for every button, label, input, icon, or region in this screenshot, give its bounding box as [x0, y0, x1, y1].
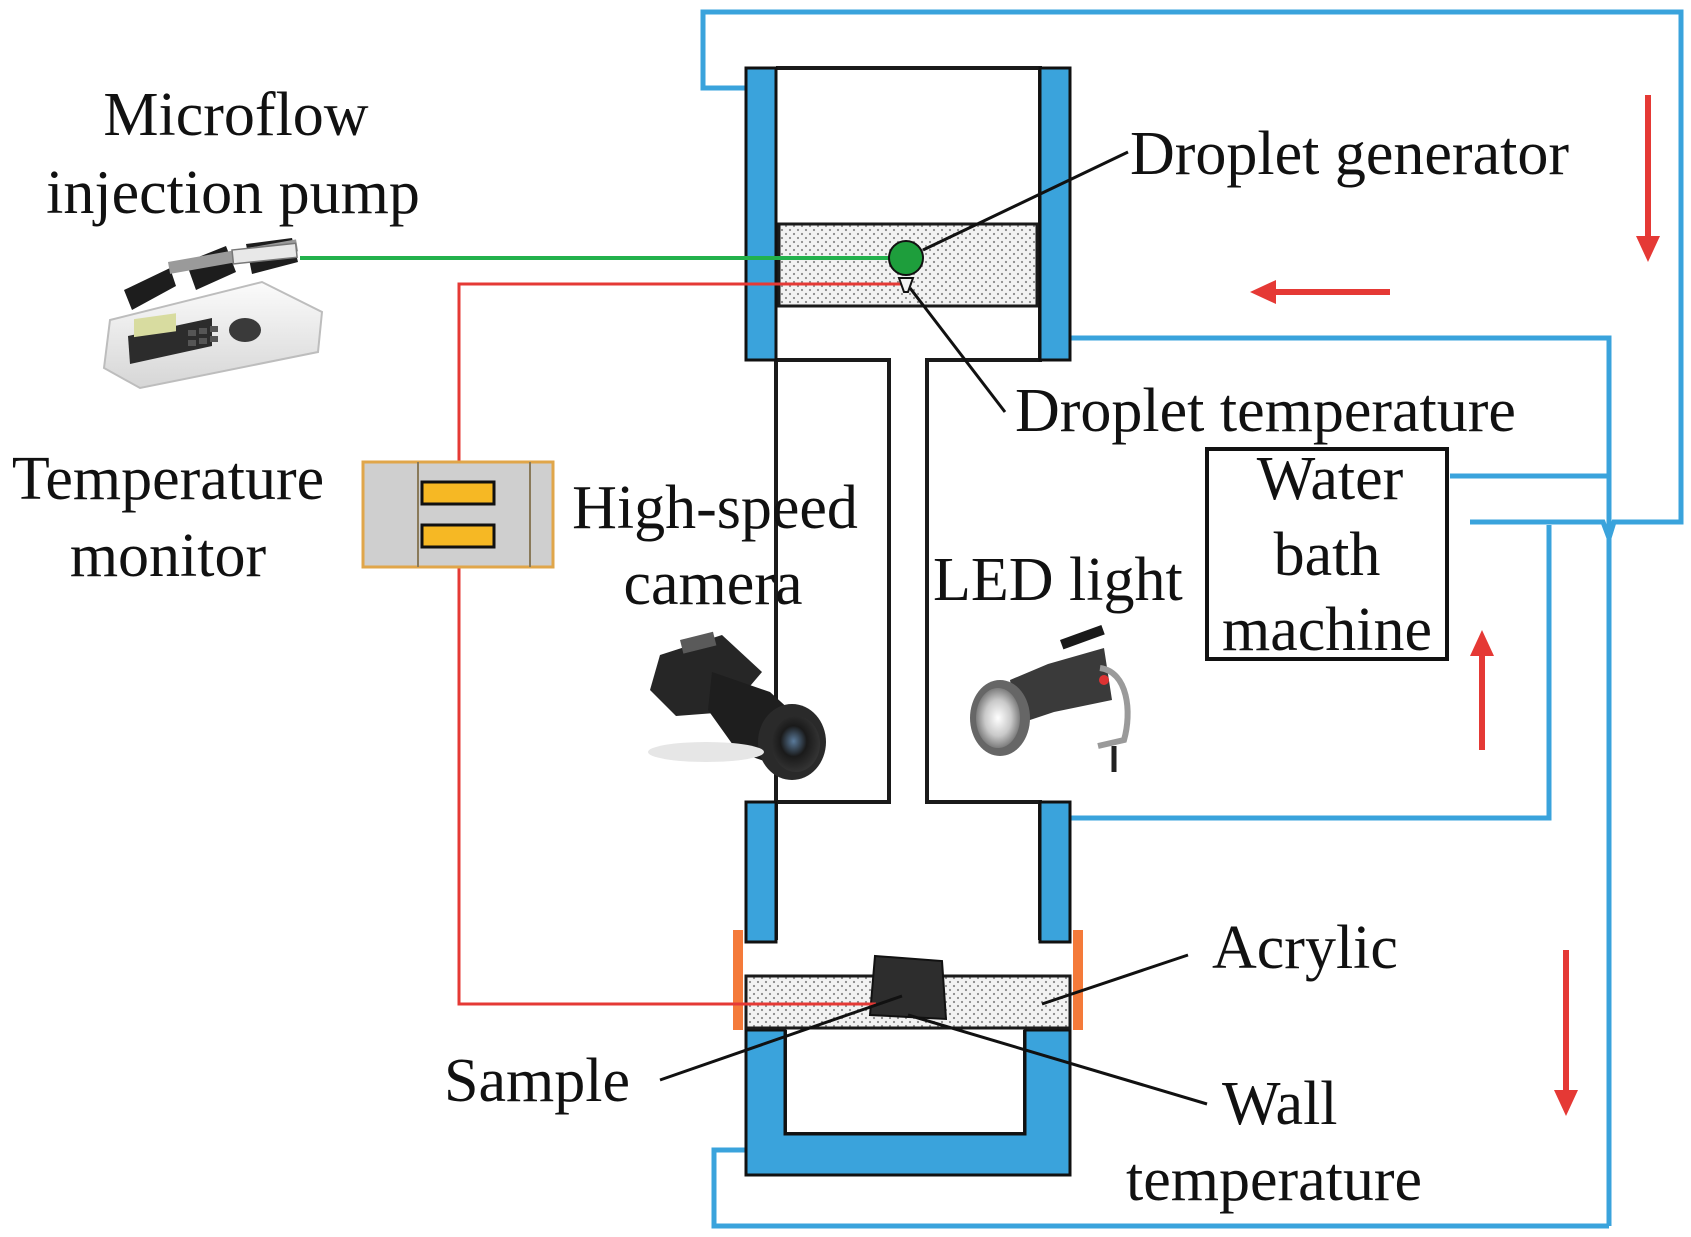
wall-temperature-label-line2: temperature [1126, 1146, 1422, 1214]
water-bath-machine [1205, 447, 1449, 661]
upper-jacket-left [744, 66, 778, 362]
temperature-monitor-icon [361, 460, 555, 569]
water-line-lower-jacket [1070, 525, 1552, 821]
acrylic-label: Acrylic [1212, 914, 1398, 982]
water-loop-outer [700, 9, 1684, 546]
sample-label: Sample [444, 1047, 630, 1115]
bottom-jacket [744, 1028, 1072, 1177]
camera-label-line2: camera [624, 550, 803, 618]
chamber-bottom-well [783, 1030, 1027, 1136]
bath-label-line1: Water [1257, 445, 1404, 513]
pump-label-line1: Microflow [103, 81, 368, 149]
water-loop-bottom [711, 1147, 1609, 1229]
bath-label-line2: bath [1274, 521, 1381, 589]
thermocouple-droplet [457, 282, 906, 462]
led-label: LED light [933, 546, 1183, 614]
pump-label-line2: injection pump [46, 159, 420, 227]
flow-arrow-down-top [1636, 95, 1660, 262]
lower-jacket-left [744, 800, 778, 944]
leader-droplet-generator [922, 150, 1129, 252]
leader-acrylic [1041, 953, 1189, 1006]
flow-arrow-up [1470, 630, 1494, 750]
syringe-pump-icon [102, 238, 324, 390]
sample-block [868, 954, 948, 1021]
droplet-generator [888, 240, 924, 276]
camera-label-line1: High-speed [572, 474, 858, 542]
acrylic-edge-right [1073, 930, 1083, 1030]
droplet-temperature-label: Droplet temperature [1015, 377, 1516, 445]
leader-sample [659, 994, 903, 1082]
leader-wall-temperature [907, 1013, 1208, 1106]
high-speed-camera-icon [648, 631, 826, 780]
thermocouple-lines [457, 282, 906, 1006]
wall-temperature-label-line1: Wall [1222, 1070, 1338, 1138]
droplet-generator-label: Droplet generator [1130, 120, 1569, 188]
water-line-upper-jacket [1064, 335, 1612, 1226]
flow-arrows [1250, 95, 1660, 1116]
led-light-icon [970, 624, 1131, 772]
leader-lines [659, 150, 1208, 1106]
flow-arrow-down-bottom [1554, 950, 1578, 1116]
monitor-label-line2: monitor [70, 522, 267, 590]
thermocouple-wall [457, 567, 876, 1006]
leader-droplet-temperature [908, 287, 1007, 413]
upper-jacket-right [1038, 66, 1072, 362]
acrylic-edge-left [733, 930, 743, 1030]
droplet-temperature-probe [897, 277, 915, 293]
water-circulation-lines [700, 9, 1684, 1229]
monitor-label-line1: Temperature [12, 445, 324, 513]
bath-label-line3: machine [1222, 596, 1432, 664]
flow-arrow-left [1250, 280, 1390, 304]
lower-jacket-right [1038, 800, 1072, 944]
